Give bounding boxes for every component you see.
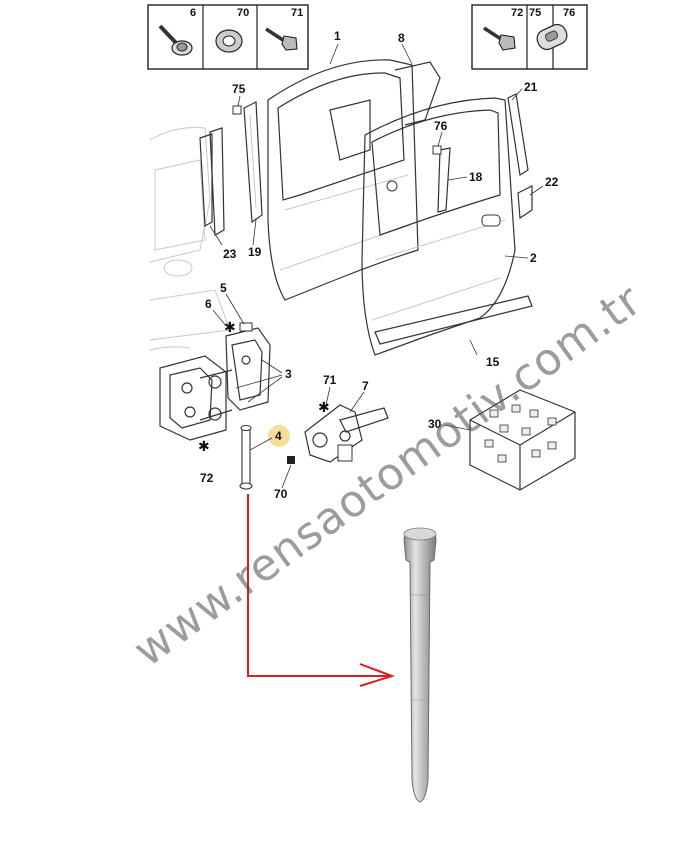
callout-76: 76 — [434, 119, 448, 133]
clip-76 — [432, 145, 442, 155]
trim-strip-21 — [507, 93, 529, 176]
hinge-pin-photo — [403, 527, 437, 803]
clip-icon — [536, 23, 568, 51]
callout-6: 6 — [205, 297, 212, 311]
leader-lines — [209, 43, 544, 489]
bracket-22 — [517, 185, 533, 220]
callout-18: 18 — [469, 170, 483, 184]
box-label-6: 6 — [190, 7, 196, 19]
callout-75: 75 — [232, 82, 246, 96]
callout-70: 70 — [274, 487, 288, 501]
callout-4: 4 — [275, 429, 282, 443]
red-pointer-arrow — [247, 494, 396, 687]
star-marker-6: ✱ — [224, 320, 236, 336]
svg-text:✱: ✱ — [198, 439, 210, 455]
callout-2: 2 — [530, 251, 537, 265]
callout-30: 30 — [428, 417, 442, 431]
trim-strip-18 — [437, 147, 451, 213]
callout-7: 7 — [362, 379, 369, 393]
flange-bolt-icon — [158, 24, 193, 56]
callout-labels: 1 8 21 75 76 18 22 23 19 2 6 5 3 71 7 4 … — [200, 29, 559, 501]
highlight-4 — [268, 425, 290, 447]
rear-door-2 — [361, 97, 516, 356]
star-marker-71: ✱ — [318, 400, 330, 416]
callout-19: 19 — [248, 245, 262, 259]
callout-1: 1 — [334, 29, 341, 43]
callout-5: 5 — [220, 281, 227, 295]
callout-15: 15 — [486, 355, 500, 369]
callout-22: 22 — [545, 175, 559, 189]
screw-icon — [265, 27, 298, 51]
clip-75 — [232, 105, 242, 115]
callout-8: 8 — [398, 31, 405, 45]
svg-text:✱: ✱ — [224, 320, 236, 336]
callout-72: 72 — [200, 471, 214, 485]
trim-strip-23 — [199, 127, 225, 236]
callout-23: 23 — [223, 247, 237, 261]
door-check-strap-7 — [304, 404, 389, 463]
hinge-pin-small — [239, 425, 253, 490]
door-hinge-assembly — [159, 322, 271, 441]
hardware-box-left: 6 70 71 — [147, 4, 309, 70]
box-label-71: 71 — [291, 7, 303, 19]
car-body-outline — [149, 127, 231, 351]
front-door-1 — [267, 59, 419, 301]
box-label-72: 72 — [511, 7, 523, 19]
svg-text:✱: ✱ — [318, 400, 330, 416]
nut-70-marker — [287, 456, 295, 464]
callout-3: 3 — [285, 367, 292, 381]
door-seal-8 — [394, 61, 441, 126]
sill-moulding-15 — [374, 295, 533, 345]
hardware-box-right: 72 75 76 — [471, 4, 588, 70]
box-label-70: 70 — [237, 7, 249, 19]
box-label-76: 76 — [563, 7, 575, 19]
clip-kit-30 — [469, 389, 576, 491]
callout-21: 21 — [524, 80, 538, 94]
trim-strip-19 — [243, 101, 263, 224]
callout-71: 71 — [323, 373, 337, 387]
washer-icon — [215, 29, 243, 53]
box-label-75: 75 — [529, 7, 541, 19]
hex-bolt-icon — [483, 26, 516, 51]
star-marker-72: ✱ — [198, 439, 210, 455]
